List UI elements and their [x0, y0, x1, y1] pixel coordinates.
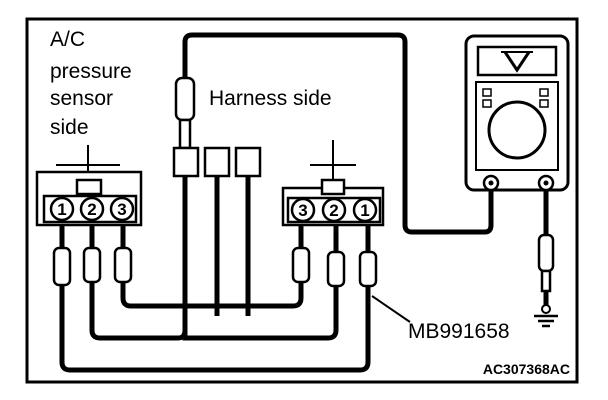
figure-code: AC307368AC	[483, 361, 570, 377]
wires	[59, 32, 549, 373]
sensor-pin-label-1: 1	[57, 200, 66, 219]
harness-side-label: Harness side	[209, 87, 332, 110]
voltage-symbol-icon	[503, 51, 531, 73]
wire-loop-2a	[89, 280, 188, 341]
sensor-side-label-4: side	[50, 116, 89, 139]
sensor-side-label-2: pressure	[50, 60, 132, 83]
harness-pin-label-2: 2	[329, 201, 338, 220]
multimeter	[464, 34, 570, 192]
border	[25, 17, 579, 384]
probe-plugs	[52, 246, 378, 288]
sensor-pin-label-3: 3	[117, 200, 126, 219]
meter-dial	[487, 100, 547, 160]
sensor-pin-label-2: 2	[87, 200, 96, 219]
harness-connector: 3 2 1	[281, 140, 385, 227]
sensor-side-label-1: A/C	[50, 28, 85, 51]
tool-label: MB991658	[408, 320, 510, 343]
harness-pin-2	[321, 197, 347, 223]
sensor-connector: 1 2 3	[35, 145, 143, 227]
sensor-pin-1	[49, 196, 75, 222]
wire-loop-1	[59, 285, 371, 373]
wire-loop-2b	[182, 285, 339, 341]
tool-leader	[371, 295, 411, 323]
harness-pin-1	[352, 197, 378, 223]
ground-lead	[534, 233, 558, 328]
check-harness-plug	[172, 76, 262, 316]
harness-pin-3	[290, 197, 316, 223]
sensor-pin-leads	[59, 222, 126, 248]
wire-loop-3	[120, 280, 304, 309]
harness-pin-leads	[298, 222, 371, 252]
sensor-side-label-3: sensor	[50, 87, 113, 110]
harness-pin-label-1: 1	[360, 201, 369, 220]
wire-to-meter	[182, 32, 494, 235]
sensor-pin-3	[109, 196, 135, 222]
sensor-pin-2	[79, 196, 105, 222]
harness-pin-label-3: 3	[298, 201, 307, 220]
